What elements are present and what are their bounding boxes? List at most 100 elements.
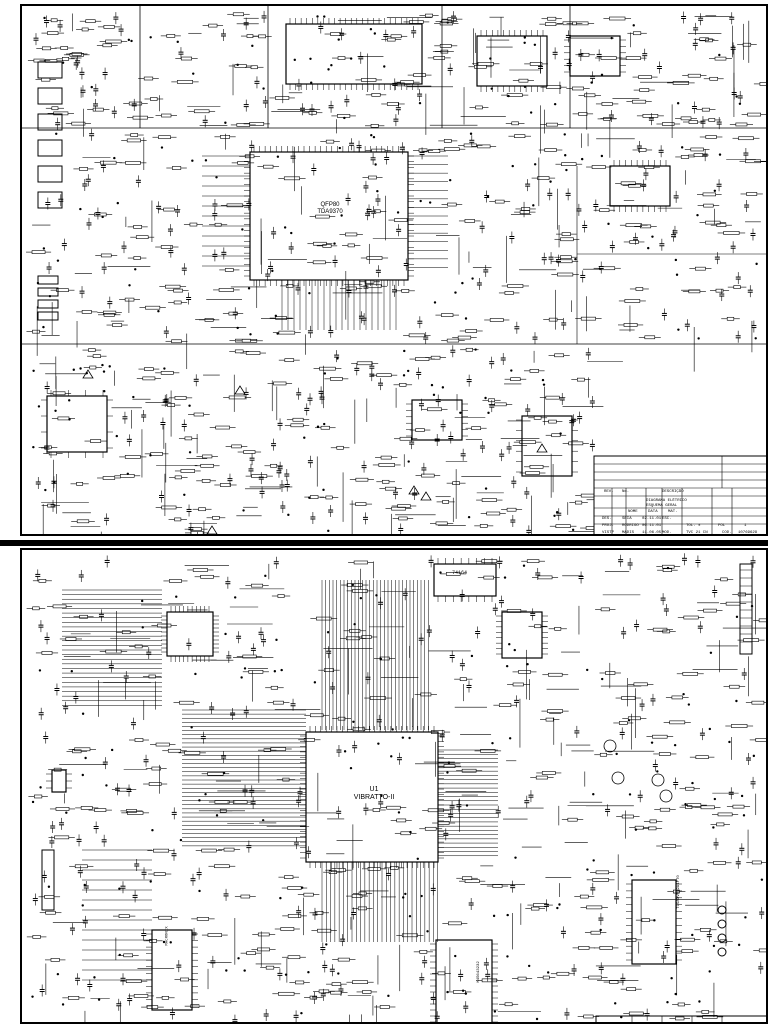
resistor [32,606,40,611]
resistor [173,300,182,305]
resistor [574,500,583,505]
junction [338,146,342,150]
tb-r2-c0: PROJ. [602,524,615,528]
resistor [193,412,204,417]
top-strip-ic [285,23,423,85]
junction [36,281,40,285]
junction [408,915,412,918]
right-connector [739,563,753,655]
junction [586,668,589,672]
junction [426,930,429,933]
resistor [356,361,373,366]
resistor [38,579,47,583]
junction [563,133,566,136]
resistor [535,775,548,780]
resistor [621,696,636,700]
resistor [572,86,584,91]
resistor [471,426,481,431]
junction [447,761,451,764]
resistor [32,329,40,334]
resistor [556,971,570,976]
junction [718,53,721,57]
junction [349,57,353,60]
junction [461,281,464,285]
junction [397,811,401,814]
junction [586,868,589,871]
resistor [529,369,539,373]
junction [523,41,526,44]
junction [527,964,531,968]
junction [38,669,42,672]
resistor [409,20,424,24]
resistor [716,822,725,827]
warning-triangle-icon [234,385,246,395]
resistor [234,349,244,354]
resistor [504,1002,513,1007]
resistor [382,479,390,484]
junction [526,663,529,666]
tb-doc-title: DIAGRAMA ELÉTRICO [646,499,687,503]
resistor [32,935,41,939]
resistor [590,930,601,935]
junction [650,741,654,744]
junction [307,971,310,974]
resistor [282,777,290,782]
resistor [682,671,699,676]
resistor [355,477,369,482]
resistor [758,618,766,623]
main-ic-label-bottom: U1 VIBRATTO-II [344,786,404,801]
resistor [759,82,766,86]
junction [81,773,85,777]
junction [215,814,219,817]
junction [697,337,700,340]
junction [61,61,65,64]
resistor [385,486,397,491]
resistor [243,450,256,454]
transistor [611,771,625,785]
eeprom-ic [51,769,67,793]
resistor [352,980,368,984]
junction [191,159,194,162]
junction [105,784,108,787]
junction [508,643,511,646]
resistor [153,872,166,876]
resistor [601,102,613,106]
resistor [193,109,210,114]
connector-block [37,165,63,183]
junction [261,819,265,822]
resistor [196,917,209,921]
resistor [126,138,141,143]
resistor [627,716,641,721]
transistor [659,789,673,803]
resistor [277,594,285,598]
resistor [743,638,759,642]
resistor [729,684,740,689]
resistor [464,219,475,223]
resistor [446,338,460,343]
junction [601,677,604,681]
top-far-right-ic [569,35,621,77]
tb-tol-label: TOL. ± [686,524,701,528]
junction [760,878,764,881]
tb-r1-c2: 02.11.01 [642,517,662,521]
junction [188,404,191,407]
junction [396,211,400,214]
resistor [166,34,176,38]
resistor [465,347,473,352]
junction [343,116,346,120]
resistor [105,649,122,654]
resistor [554,626,562,631]
resistor [105,39,122,44]
junction [132,395,135,399]
junction [708,727,712,731]
resistor [357,906,367,911]
junction [190,726,193,729]
resistor [248,670,264,674]
resistor [499,703,512,707]
junction [79,207,82,211]
resistor [161,113,172,118]
junction [224,632,227,636]
junction [32,445,35,449]
junction [712,944,716,948]
junction [369,28,373,31]
